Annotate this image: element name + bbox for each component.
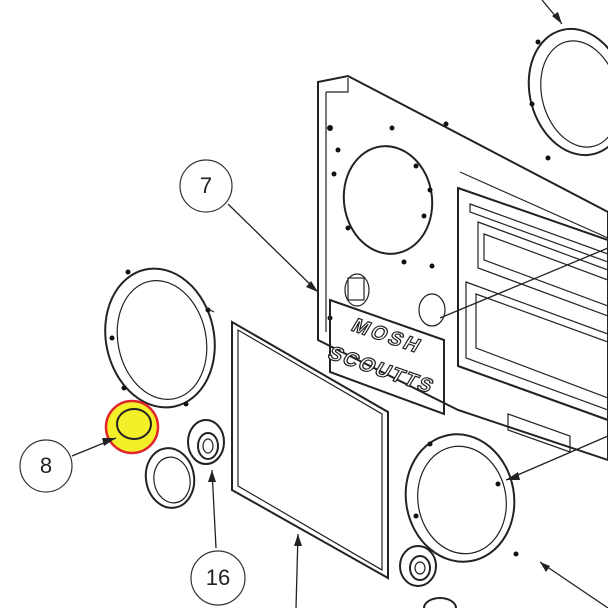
- panel-rivets: [327, 121, 449, 321]
- callout-8-label: 8: [40, 453, 52, 478]
- small-hole-a: [344, 273, 370, 307]
- upper-round-cutout: [342, 145, 434, 255]
- right-frame: [457, 186, 608, 453]
- label-plate: MOSH SCOUTTS: [323, 298, 445, 416]
- left-speaker-ring: [104, 267, 216, 409]
- top-right-ring: [527, 0, 608, 161]
- small-rect-slot: [347, 277, 365, 301]
- leader-lines: [71, 203, 608, 608]
- highlighted-ring-8[interactable]: [104, 399, 160, 455]
- callout-8: 8: [19, 439, 73, 493]
- right-speaker-ring: [404, 433, 519, 563]
- callout-7-label: 7: [200, 173, 212, 198]
- small-hole-b: [418, 293, 446, 327]
- callout-16-label: 16: [206, 565, 230, 590]
- callout-16: 16: [190, 550, 246, 606]
- main-panel: [317, 74, 608, 462]
- grommet-bottom: [423, 597, 457, 608]
- grommet-lower: [399, 545, 437, 587]
- lower-right-slot: [507, 413, 571, 453]
- grommet-16: [187, 419, 225, 465]
- round-cap: [144, 447, 196, 509]
- cover-plate: [231, 320, 389, 580]
- callout-7: 7: [179, 159, 233, 213]
